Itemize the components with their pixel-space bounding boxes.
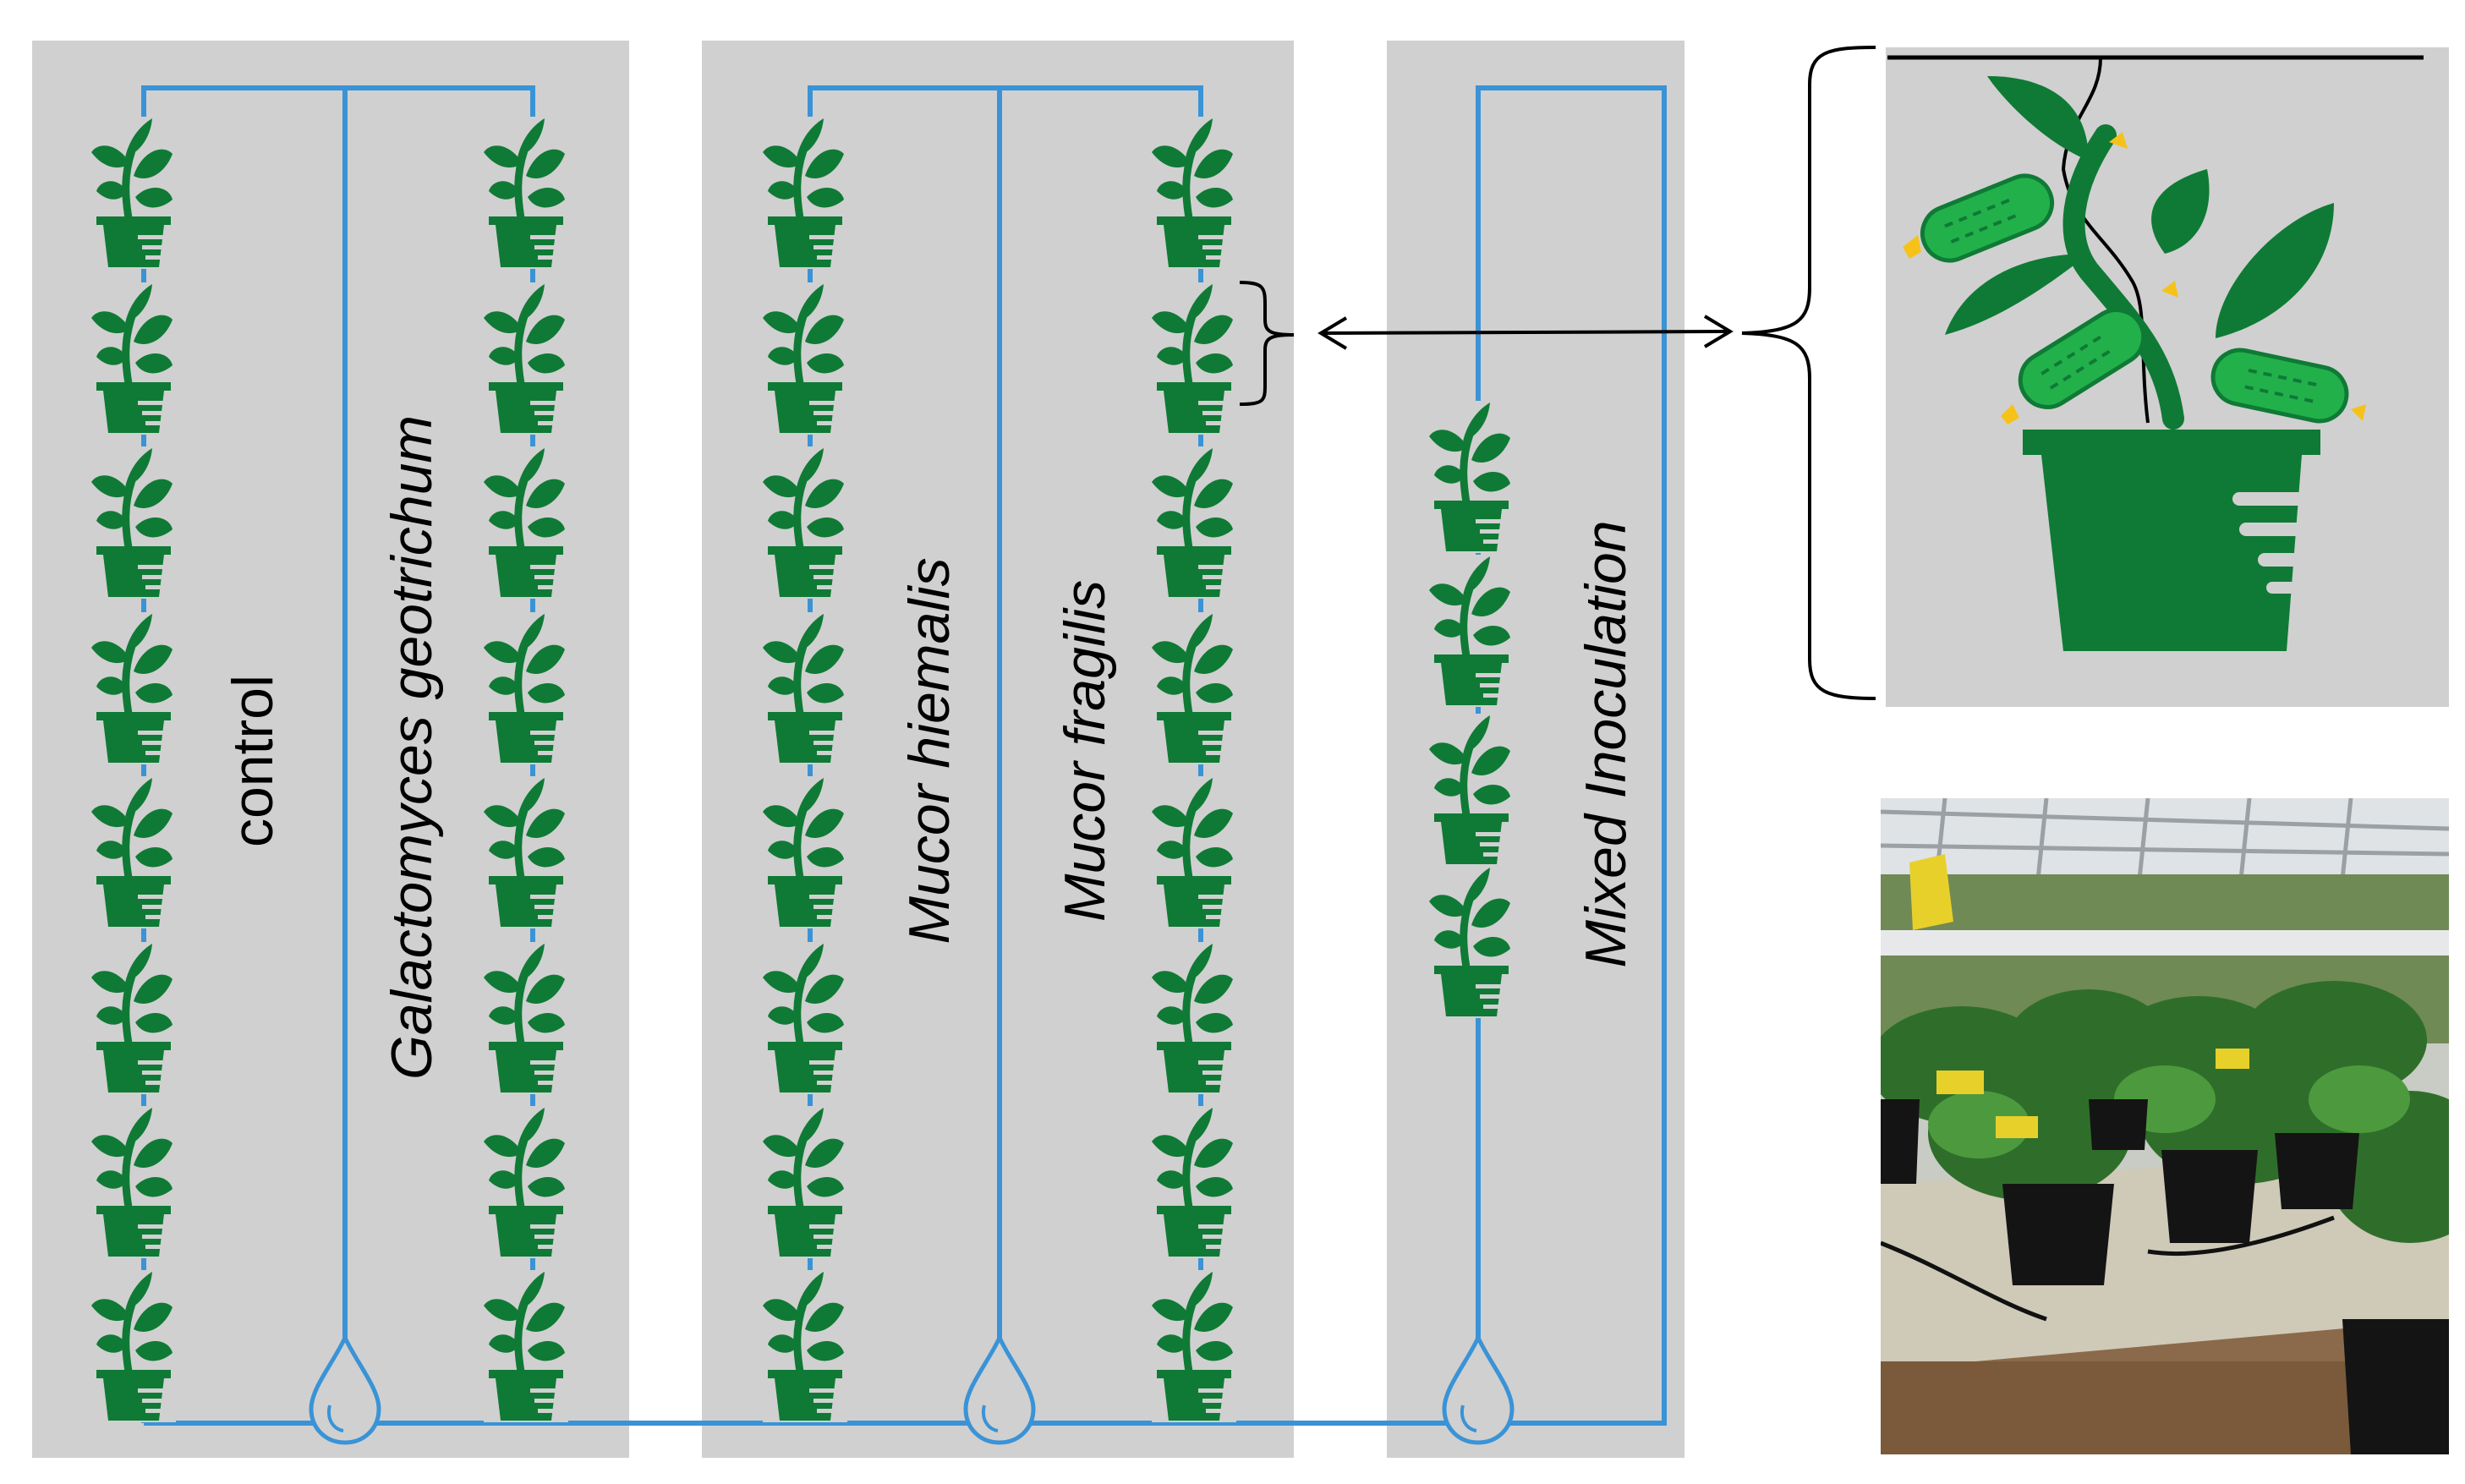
cucumber-plant-icon bbox=[1886, 47, 2449, 707]
double-arrow bbox=[1317, 315, 1734, 350]
label-mucor-hiemalis: Mucor hiemalis bbox=[897, 557, 961, 944]
greenhouse-photo bbox=[1881, 798, 2449, 1454]
large-brace bbox=[1741, 46, 1876, 700]
label-mixed-inoculation: Mixed Inoculation bbox=[1574, 520, 1638, 967]
label-control: control bbox=[221, 675, 285, 847]
label-galactomyces: Galactomyces geotrichum bbox=[380, 415, 444, 1080]
plant-bracket bbox=[1239, 281, 1295, 406]
label-mucor-fragilis: Mucor fragilis bbox=[1053, 580, 1117, 922]
